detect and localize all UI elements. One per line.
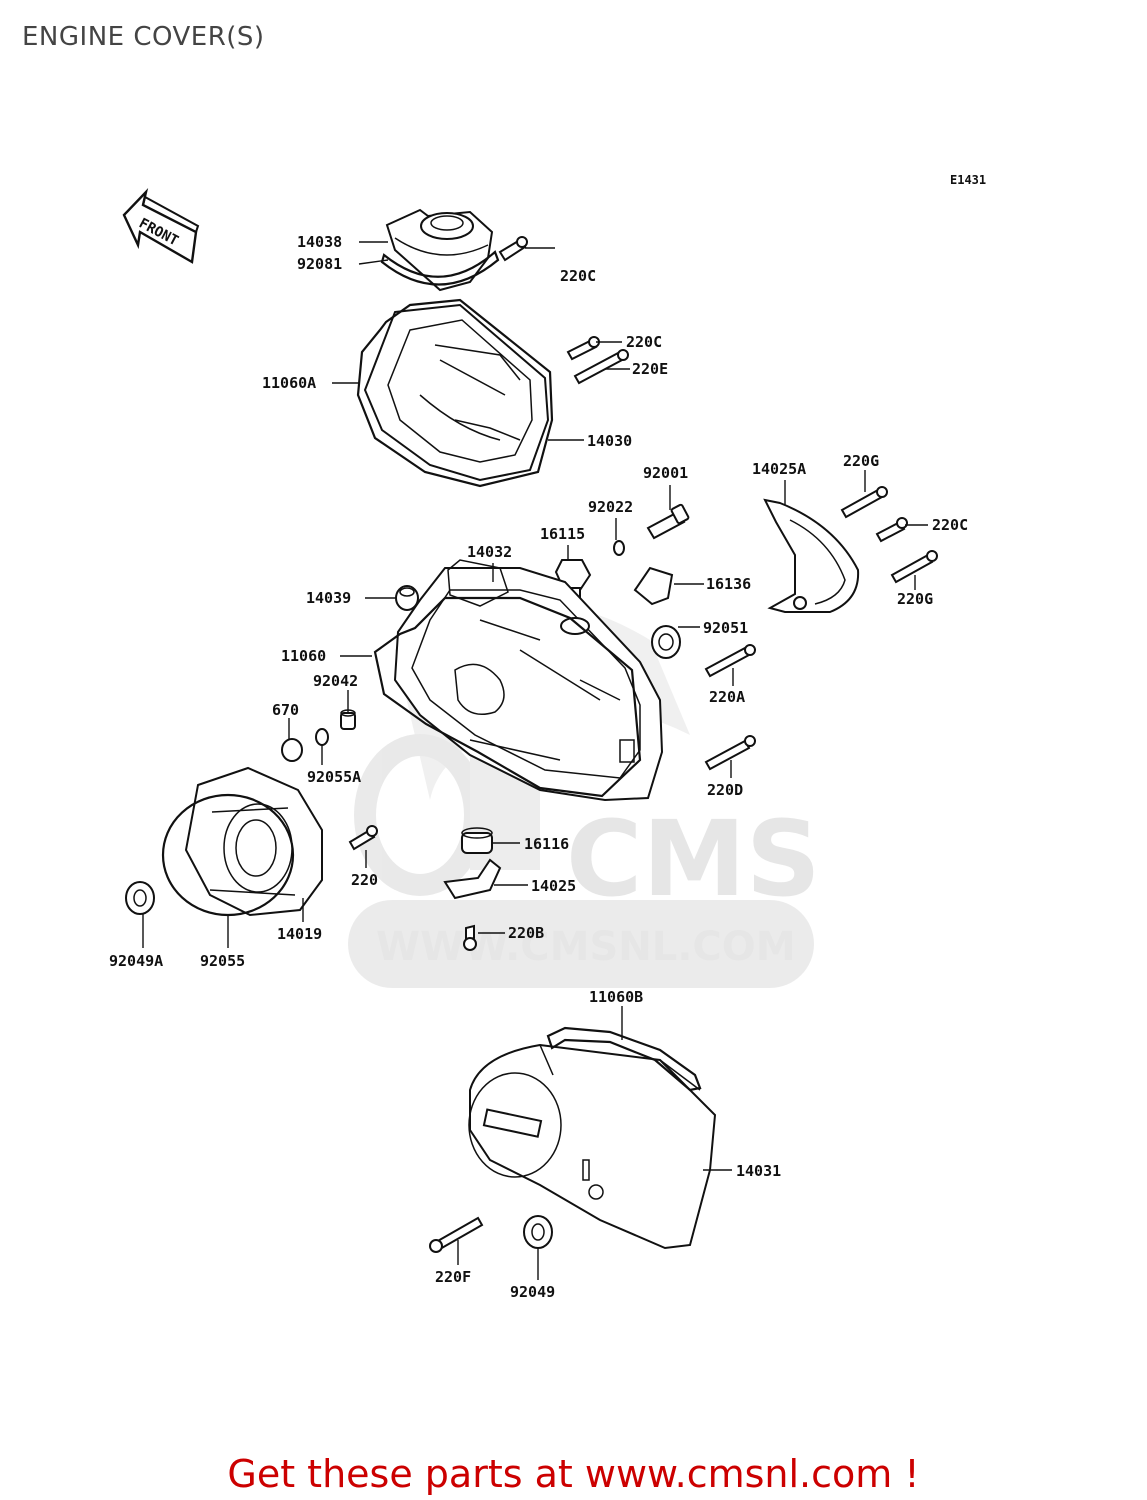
- bolt-220E: [573, 349, 629, 385]
- label-670: 670: [272, 701, 299, 719]
- label-92055: 92055: [200, 952, 245, 970]
- bolt-220C-right: [875, 517, 908, 543]
- label-220E: 220E: [632, 360, 668, 378]
- label-220C: 220C: [626, 333, 662, 351]
- bolt-220: [348, 825, 378, 851]
- bolt-220G-top: [840, 486, 888, 519]
- label-92055A: 92055A: [307, 768, 361, 786]
- part-14031-outer-cover: [468, 1043, 717, 1250]
- label-11060A: 11060A: [262, 374, 316, 392]
- part-16136-clamp: [633, 566, 674, 606]
- page-title: ENGINE COVER(S): [22, 22, 265, 52]
- label-220C: 220C: [560, 267, 596, 285]
- bolt-220F: [429, 1216, 484, 1253]
- label-14039: 14039: [306, 589, 351, 607]
- leader-lines: [142, 241, 928, 1280]
- label-16136: 16136: [706, 575, 751, 593]
- label-14032: 14032: [467, 543, 512, 561]
- part-11060-gasket: [373, 596, 642, 798]
- label-92051: 92051: [703, 619, 748, 637]
- label-14019: 14019: [277, 925, 322, 943]
- label-92081: 92081: [297, 255, 342, 273]
- part-92081-gasket: [380, 250, 500, 286]
- label-11060B: 11060B: [589, 988, 643, 1006]
- label-14030: 14030: [587, 432, 632, 450]
- label-92042: 92042: [313, 672, 358, 690]
- part-11060B-gasket: [546, 1026, 702, 1092]
- label-14025A: 14025A: [752, 460, 806, 478]
- diagram-reference-code: E1431: [950, 173, 986, 187]
- front-direction-icon: FRONT: [122, 188, 200, 264]
- part-11060A-gasket: [356, 298, 554, 488]
- label-92049: 92049: [510, 1283, 555, 1301]
- label-220: 220: [351, 871, 378, 889]
- promo-link[interactable]: Get these parts at www.cmsnl.com !: [227, 1452, 920, 1496]
- label-92001: 92001: [643, 464, 688, 482]
- label-92049A: 92049A: [109, 952, 163, 970]
- label-220B: 220B: [508, 924, 544, 942]
- seal-92049: [523, 1215, 553, 1249]
- label-220G: 220G: [843, 452, 879, 470]
- dowel-92042: [340, 709, 356, 730]
- bolt-220C-top: [498, 236, 528, 262]
- part-14030-cover: [363, 303, 550, 482]
- bolt-220A: [704, 644, 756, 678]
- label-14038: 14038: [297, 233, 342, 251]
- label-16116: 16116: [524, 835, 569, 853]
- label-220C: 220C: [932, 516, 968, 534]
- label-16115: 16115: [540, 525, 585, 543]
- label-220A: 220A: [709, 688, 745, 706]
- label-220F: 220F: [435, 1268, 471, 1286]
- washer-92022: [613, 540, 625, 556]
- label-11060: 11060: [281, 647, 326, 665]
- seal-92049A: [125, 881, 155, 915]
- label-220G: 220G: [897, 590, 933, 608]
- label-14025: 14025: [531, 877, 576, 895]
- bolt-220C-mid: [566, 336, 600, 361]
- watermark-url-text: WWW.CMSNL.COM: [376, 924, 796, 970]
- o-ring-92055A: [315, 728, 329, 746]
- part-14038-cover-cap: [385, 208, 494, 292]
- o-ring-670: [281, 738, 303, 762]
- watermark-logo-text: CMS: [566, 798, 821, 920]
- bolt-220B: [463, 924, 477, 951]
- label-92022: 92022: [588, 498, 633, 516]
- part-14025A-guard: [763, 498, 860, 613]
- part-labels: 14038 92081 220C 11060A 220C 220E 14030 …: [109, 233, 968, 1301]
- label-220D: 220D: [707, 781, 743, 799]
- bolt-220G-bottom: [890, 550, 938, 584]
- part-14025-bracket: [443, 858, 502, 900]
- seal-92051: [651, 625, 681, 659]
- bolt-220D: [704, 735, 756, 771]
- part-main-crankcase-cover: [393, 559, 664, 802]
- bolt-92001: [646, 503, 690, 540]
- label-14031: 14031: [736, 1162, 781, 1180]
- part-14019-cover: [184, 766, 323, 917]
